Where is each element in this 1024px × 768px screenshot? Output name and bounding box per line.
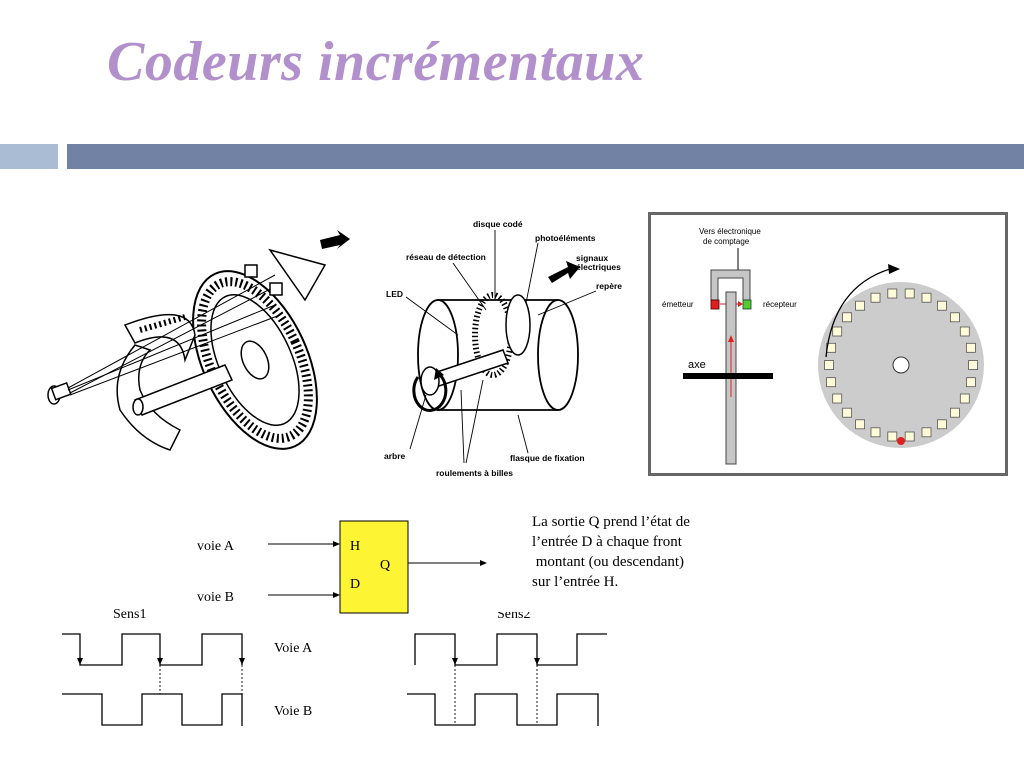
- sens2-voie-b-waveform: [407, 693, 599, 726]
- disk-slot: [949, 312, 960, 323]
- disk-slot: [870, 292, 881, 303]
- encoder-principle-illustration: [47, 230, 350, 451]
- disk-slot: [904, 288, 915, 299]
- disk-slot: [870, 427, 881, 438]
- d-flipflop: [339, 520, 409, 614]
- disk-slot: [968, 360, 978, 370]
- sens1-voie-b-waveform: [62, 693, 243, 726]
- label-photoelements: photoéléments: [535, 233, 596, 243]
- led-source: [47, 381, 72, 405]
- note-line-4: sur l’entrée H.: [532, 574, 619, 590]
- pin-d: D: [350, 577, 360, 592]
- label-reseau-detection: réseau de détection: [406, 252, 486, 262]
- shaft: [132, 364, 234, 416]
- label-voie-a: Voie A: [274, 641, 313, 656]
- disk-slot: [855, 300, 866, 311]
- label-led: LED: [386, 289, 403, 299]
- disk-slot: [949, 407, 960, 418]
- label-sens1: Sens1: [113, 607, 146, 622]
- disk-slot: [832, 393, 843, 404]
- rotation-arrow: [825, 268, 891, 358]
- label-recepteur: récepteur: [763, 300, 797, 309]
- flipflop-diagram: voie A voie B H D Q: [197, 520, 487, 614]
- label-voie-b-input: voie B: [197, 590, 234, 605]
- disk-slot: [921, 427, 932, 438]
- label-arbre: arbre: [384, 451, 406, 461]
- disk-slot: [887, 288, 898, 299]
- disk-slot: [904, 431, 915, 442]
- slotted-disk: [192, 270, 318, 450]
- disk-slot: [921, 292, 932, 303]
- note-line-2: l’entrée D à chaque front: [532, 534, 682, 550]
- disk-slot: [832, 326, 843, 337]
- pin-h: H: [350, 539, 360, 554]
- label-roulements: roulements à billes: [436, 468, 513, 478]
- index-marker: [897, 437, 905, 445]
- disk-slot: [842, 407, 853, 418]
- label-electriques: électriques: [576, 262, 621, 272]
- disk-slot: [959, 326, 970, 337]
- receiver-photodiode: [742, 299, 752, 310]
- disk-slot: [965, 377, 976, 388]
- sens1-voie-a-waveform: [62, 633, 243, 666]
- label-voie-a-input: voie A: [197, 539, 235, 554]
- label-signaux: signaux: [576, 253, 608, 263]
- disk-slot: [936, 419, 947, 430]
- encoder-cutaway-illustration: disque codé réseau de détection photoélé…: [384, 219, 622, 478]
- pin-q: Q: [380, 558, 390, 573]
- label-emetteur: émetteur: [662, 300, 694, 309]
- label-vers-electronique: Vers électronique: [699, 227, 761, 236]
- light-rays: [67, 274, 281, 396]
- label-repere: repère: [596, 281, 622, 291]
- coded-disk: [818, 282, 984, 448]
- label-axe-left: axe: [688, 359, 706, 371]
- title-accent-bar-left: [0, 144, 58, 169]
- encoder-shaft: [412, 349, 509, 412]
- note-line-3: montant (ou descendant): [532, 554, 685, 570]
- disk-slot: [842, 312, 853, 323]
- optical-principle-diagram: Vers électronique de comptage émetteur r…: [648, 212, 1008, 476]
- disk-slot: [959, 393, 970, 404]
- disk-slot: [965, 342, 976, 353]
- disk-slot: [824, 360, 834, 370]
- disk-slot: [887, 431, 898, 442]
- signal-arrow: [548, 261, 580, 283]
- disk-slot: [855, 419, 866, 430]
- disk-slot: [936, 300, 947, 311]
- photocell-a: [244, 264, 258, 278]
- output-arrow: [320, 230, 350, 249]
- photocell-b: [269, 282, 283, 296]
- label-flasque: flasque de fixation: [510, 453, 585, 463]
- label-voie-b: Voie B: [274, 704, 312, 719]
- label-disque-code: disque codé: [473, 219, 523, 229]
- leader-lines: [405, 230, 597, 464]
- emitter-led: [710, 299, 720, 310]
- sens2-voie-a-waveform: [414, 633, 607, 666]
- slide-title: Codeurs incrémentaux: [107, 31, 645, 93]
- timing-diagrams: Sens1 Voie A Voie B Sens2: [62, 600, 607, 726]
- disk-slot: [826, 377, 837, 388]
- note-line-1: La sortie Q prend l’état de: [532, 514, 690, 530]
- axis-bar: [683, 373, 773, 379]
- label-de-comptage: de comptage: [703, 237, 750, 246]
- title-accent-bar-right: [67, 144, 1024, 169]
